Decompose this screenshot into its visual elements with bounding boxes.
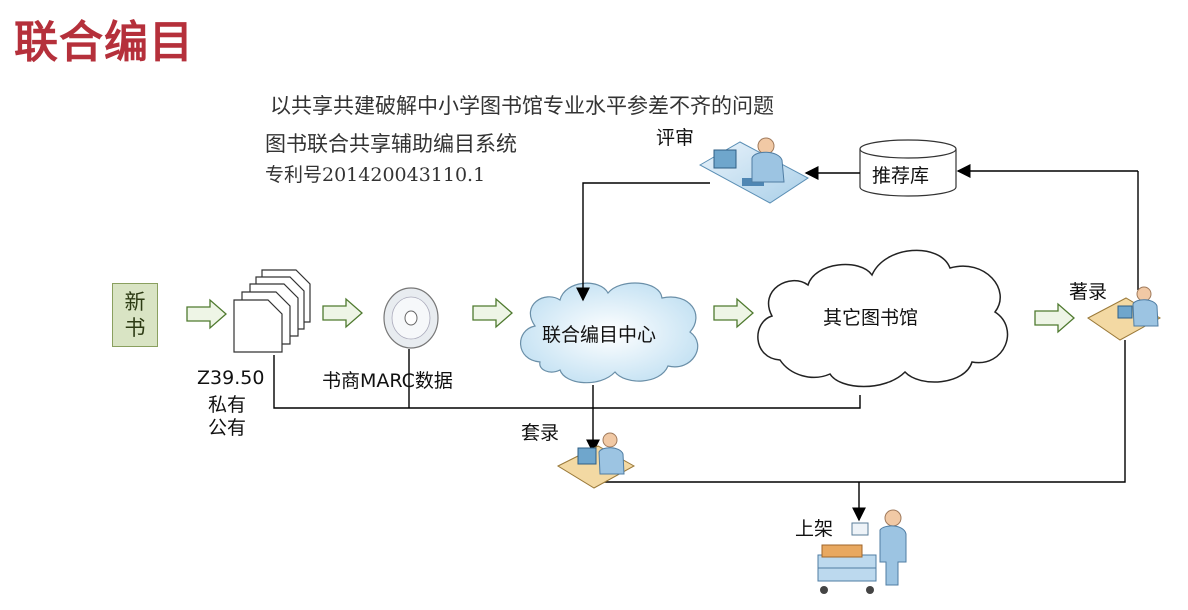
cd-icon [383, 287, 439, 349]
center-cloud [520, 282, 699, 384]
cataloging-desk-icon [1087, 286, 1162, 341]
shelving-label: 上架 [795, 518, 834, 540]
recommend-db-label: 推荐库 [872, 165, 930, 187]
vendor-marc-label: 书商MARC数据 [322, 370, 453, 392]
new-book-line1: 新 [124, 290, 146, 314]
system-name: 图书联合共享辅助编目系统 [265, 132, 517, 156]
new-book-line2: 书 [124, 316, 146, 340]
copy-cataloging-label: 套录 [521, 422, 560, 444]
protocol-private: 私有 [208, 394, 247, 416]
shelving-cart-icon [817, 509, 907, 594]
connector-lines [273, 164, 1139, 522]
protocol-z3950: Z39.50 [197, 367, 265, 389]
center-label: 联合编目中心 [542, 324, 657, 346]
other-libraries-label: 其它图书馆 [823, 307, 919, 329]
documents-icon [233, 269, 311, 353]
protocol-public: 公有 [208, 417, 247, 439]
block-arrow [186, 297, 1075, 334]
recommend-db-cylinder [859, 139, 957, 197]
subtitle: 以共享共建破解中小学图书馆专业水平参差不齐的问题 [270, 94, 774, 118]
copy-cataloging-desk-icon [556, 432, 636, 489]
review-desk-icon [698, 137, 809, 204]
other-libraries-cloud [757, 249, 1009, 388]
cataloging-label: 著录 [1069, 281, 1108, 303]
review-label: 评审 [656, 127, 695, 149]
patent-number: 专利号201420043110.1 [265, 164, 486, 186]
page-title: 联合编目 [14, 17, 194, 68]
new-book-box: 新 书 [112, 283, 158, 347]
